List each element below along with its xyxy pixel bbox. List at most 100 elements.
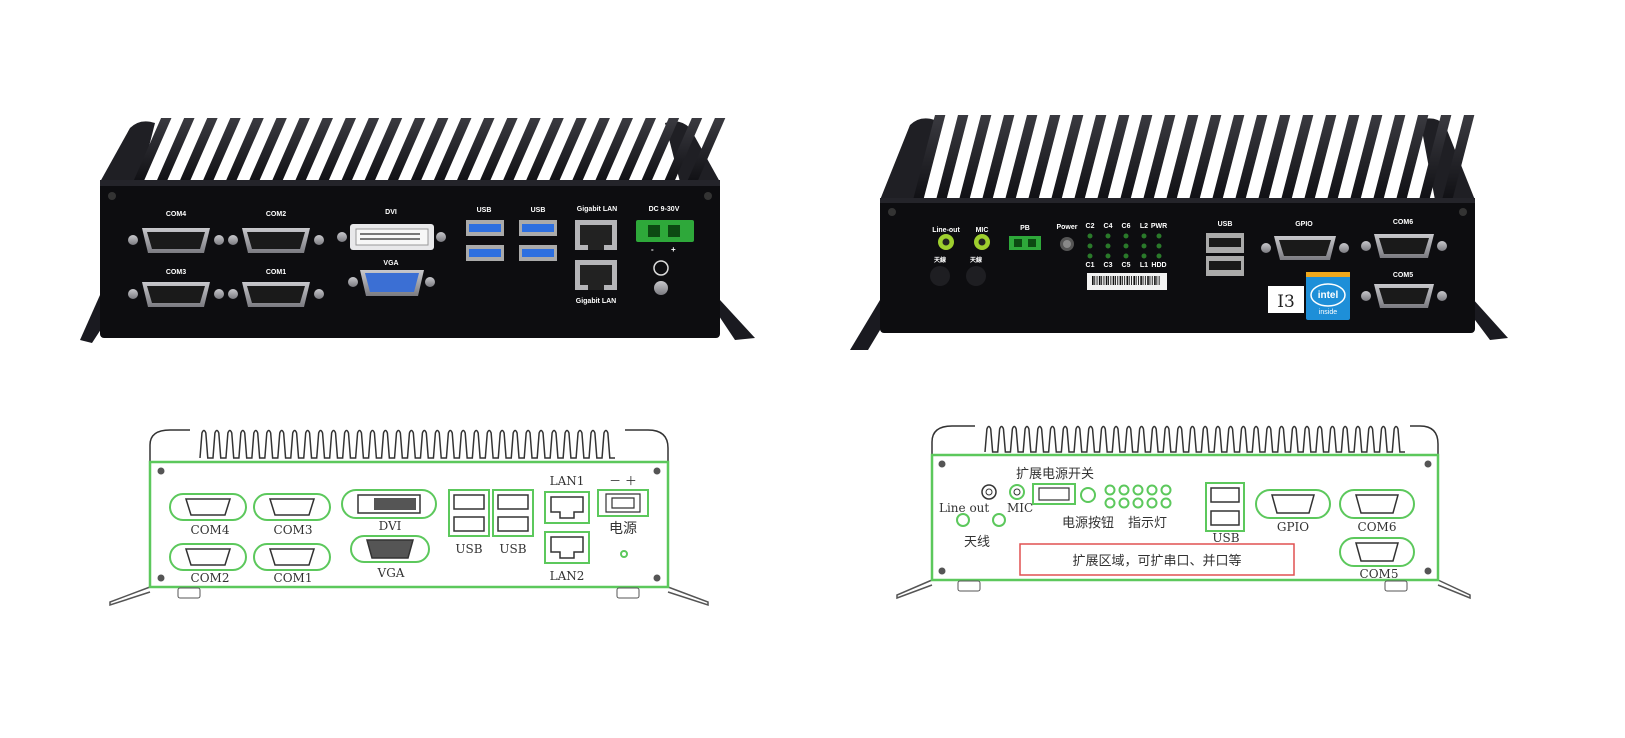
fin bbox=[1396, 115, 1429, 200]
barcode-bar bbox=[1156, 276, 1158, 285]
svg-text:VGA: VGA bbox=[377, 566, 405, 580]
svg-text:LAN2: LAN2 bbox=[550, 569, 585, 583]
fin bbox=[386, 118, 426, 182]
svg-text:电源按钮: 电源按钮 bbox=[1062, 516, 1114, 531]
svg-text:USB: USB bbox=[1212, 531, 1239, 545]
fin bbox=[363, 118, 403, 182]
barcode-bar bbox=[1117, 276, 1119, 285]
diagram-com2: COM2 bbox=[169, 543, 247, 585]
svg-text:MIC: MIC bbox=[976, 227, 989, 234]
diagram-base bbox=[896, 579, 1471, 600]
barcode-bar bbox=[1144, 276, 1146, 285]
usb-stack-b: USB bbox=[519, 207, 557, 261]
barcode-bar bbox=[1101, 276, 1103, 285]
fin bbox=[502, 118, 541, 182]
barcode-bar bbox=[1131, 276, 1132, 285]
svg-text:VGA: VGA bbox=[383, 260, 398, 267]
led bbox=[1105, 253, 1111, 259]
diagram-lan2: LAN2 bbox=[544, 531, 590, 583]
svg-text:MIC: MIC bbox=[1007, 501, 1033, 515]
svg-text:USB: USB bbox=[477, 207, 492, 214]
svg-text:USB: USB bbox=[499, 542, 526, 556]
fin bbox=[1051, 115, 1084, 200]
diagram-base bbox=[109, 586, 709, 607]
fin bbox=[1327, 115, 1360, 200]
fin bbox=[456, 118, 495, 182]
svg-text:HDD: HDD bbox=[1151, 262, 1166, 269]
svg-text:I3: I3 bbox=[1277, 292, 1295, 312]
led-outline bbox=[1146, 484, 1158, 496]
svg-text:DVI: DVI bbox=[379, 519, 402, 533]
led bbox=[1141, 243, 1147, 249]
svg-text:C1: C1 bbox=[1086, 262, 1095, 269]
led bbox=[1105, 233, 1111, 239]
fin bbox=[1258, 115, 1291, 200]
front-panel bbox=[100, 180, 720, 338]
led bbox=[1156, 253, 1162, 259]
fin bbox=[1166, 115, 1199, 200]
led bbox=[1156, 243, 1162, 249]
diagram-housing bbox=[149, 429, 669, 462]
svg-text:Gigabit LAN: Gigabit LAN bbox=[576, 298, 616, 305]
screw bbox=[704, 192, 712, 200]
ground-screw bbox=[654, 281, 668, 295]
expansion-area: 扩展区域，可扩串口、并口等 bbox=[1019, 543, 1295, 576]
fin bbox=[548, 118, 587, 182]
fin bbox=[1373, 115, 1406, 200]
fin bbox=[317, 118, 357, 182]
svg-text:C4: C4 bbox=[1104, 223, 1113, 230]
fin bbox=[248, 118, 287, 182]
diagram-dvi: DVI bbox=[341, 489, 437, 533]
fin bbox=[1005, 115, 1038, 200]
barcode-bar bbox=[1115, 276, 1116, 285]
svg-text:COM3: COM3 bbox=[274, 523, 313, 537]
barcode-bar bbox=[1121, 276, 1123, 285]
fin bbox=[202, 118, 241, 182]
led-outline bbox=[1132, 497, 1144, 509]
rear-photo: Line-out 天線 MIC 天線 PB Power C2 C4 C6 L2 … bbox=[850, 115, 1508, 350]
lan-port-top: Gigabit LAN bbox=[575, 206, 617, 250]
diagram-lan1: LAN1 bbox=[544, 474, 590, 524]
fin bbox=[686, 118, 726, 182]
svg-text:C2: C2 bbox=[1086, 223, 1095, 230]
barcode-bar bbox=[1094, 276, 1096, 285]
fin bbox=[340, 118, 380, 182]
diagram-housing bbox=[931, 425, 1439, 455]
fin bbox=[294, 118, 333, 182]
led-outline bbox=[1132, 484, 1144, 496]
svg-text:指示灯: 指示灯 bbox=[1128, 516, 1167, 531]
com6-port: COM6 bbox=[1361, 219, 1447, 258]
svg-text:L1: L1 bbox=[1140, 262, 1148, 269]
fin bbox=[1304, 115, 1337, 200]
fin bbox=[433, 118, 472, 182]
fin bbox=[1442, 115, 1475, 200]
barcode-sticker bbox=[1087, 273, 1167, 290]
led bbox=[1087, 253, 1093, 259]
com2-port: COM2 bbox=[228, 211, 324, 253]
barcode-bar bbox=[1103, 276, 1105, 285]
barcode-bar bbox=[1126, 276, 1129, 285]
cpu-sticker: I3 bbox=[1268, 286, 1304, 313]
led-outline bbox=[1160, 484, 1172, 496]
fin bbox=[225, 118, 264, 182]
usb-stack-a: USB bbox=[466, 207, 504, 261]
barcode-bar bbox=[1092, 276, 1094, 285]
fin bbox=[959, 115, 992, 200]
barcode-bar bbox=[1142, 276, 1144, 285]
mic-jack: MIC 天線 bbox=[966, 227, 990, 286]
fin bbox=[271, 118, 310, 182]
led bbox=[1141, 233, 1147, 239]
diagram-usb-b: USB bbox=[492, 489, 534, 556]
svg-text:intel: intel bbox=[1318, 290, 1339, 301]
svg-text:DC 9-30V: DC 9-30V bbox=[649, 206, 680, 213]
svg-text:－ ＋: － ＋ bbox=[609, 474, 637, 488]
rear-usb-stack: USB bbox=[1206, 221, 1244, 276]
lan-port-bottom: Gigabit LAN bbox=[575, 260, 617, 305]
svg-text:PWR: PWR bbox=[1151, 223, 1167, 230]
barcode-bar bbox=[1112, 276, 1115, 285]
svg-text:COM4: COM4 bbox=[191, 523, 230, 537]
svg-text:COM6: COM6 bbox=[1393, 219, 1413, 226]
diagram-power: － ＋ 电源 bbox=[597, 474, 649, 558]
com4-port: COM4 bbox=[128, 211, 224, 253]
barcode-bar bbox=[1105, 276, 1108, 285]
